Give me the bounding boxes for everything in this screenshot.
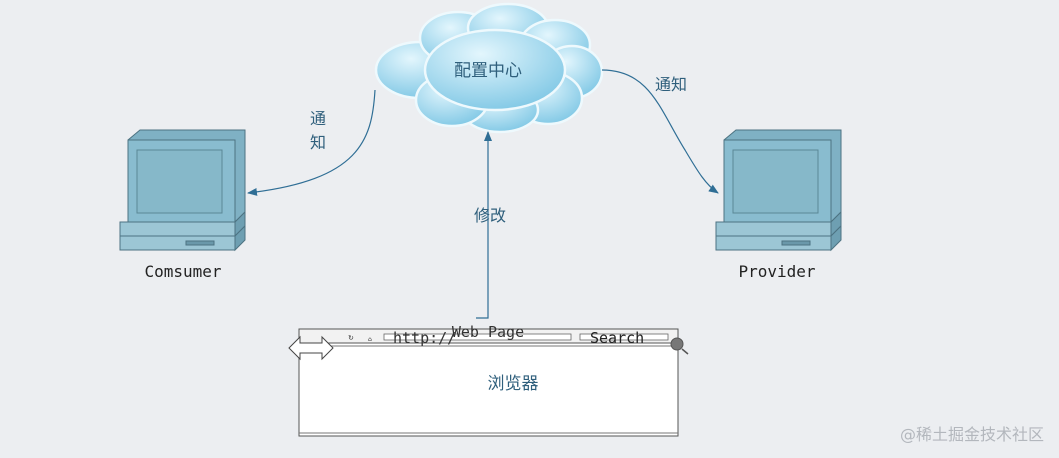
provider-label: Provider [738, 262, 815, 281]
home-icon: ⌂ [368, 336, 372, 343]
cloud-icon [374, 2, 604, 134]
refresh-icon: ↻ [348, 334, 354, 342]
modify-label: 修改 [474, 206, 506, 225]
browser-title: Web Page [452, 323, 524, 341]
consumer-label: Comsumer [144, 262, 221, 281]
notify-consumer-edge: 通 知 [247, 89, 376, 196]
browser-search: Search [590, 329, 644, 347]
config-center-node: 配置中心 [374, 2, 604, 134]
browser-url: http:// [393, 329, 456, 347]
computer-icon [119, 129, 246, 252]
notify-left-label-1: 通 [310, 109, 326, 128]
search-knob-icon [670, 337, 689, 355]
browser-label: 浏览器 [488, 374, 539, 394]
watermark: @稀土掘金技术社区 [900, 425, 1044, 444]
browser-window-icon: ↻ ⌂ [298, 328, 679, 437]
double-arrow-icon [288, 335, 334, 361]
notify-left-label-2: 知 [310, 133, 326, 152]
computer-icon [715, 129, 842, 252]
notify-right-label: 通知 [655, 75, 687, 94]
config-center-label: 配置中心 [454, 61, 522, 81]
consumer-node: Comsumer [119, 129, 246, 281]
notify-provider-edge: 通知 [601, 69, 719, 194]
browser-node: ↻ ⌂ Web Page http:// Search 浏览器 [288, 323, 689, 437]
provider-node: Provider [715, 129, 842, 281]
modify-edge: 修改 [474, 131, 506, 319]
